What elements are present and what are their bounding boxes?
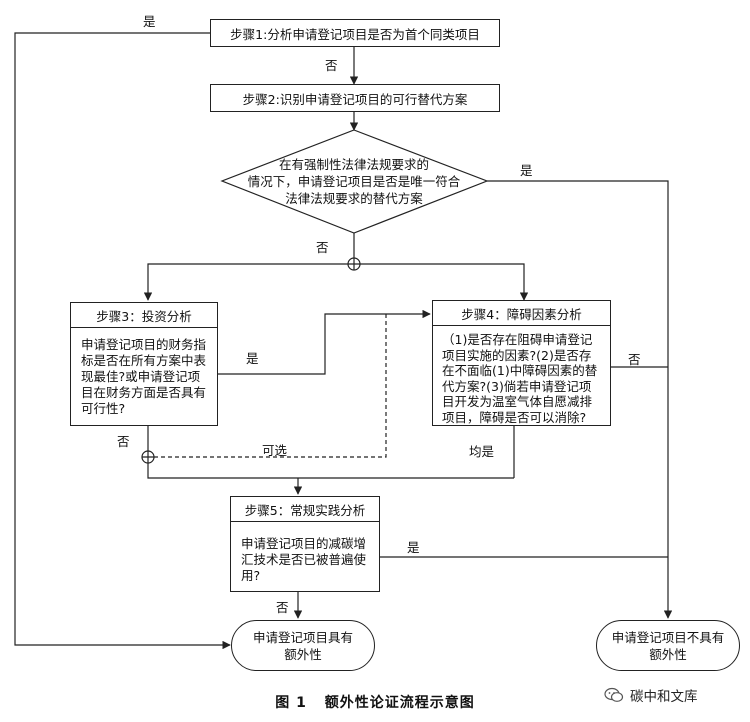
terminal-not-additional: 申请登记项目不具有 额外性 [596, 620, 740, 671]
edge-merge-left [147, 463, 514, 479]
label-step4-allyes: 均是 [469, 444, 495, 459]
step3-box: 步骤3：投资分析 申请登记项目的财务指标是否在所有方案中表现最佳?或申请登记项目… [70, 302, 218, 426]
step4-title: 步骤4：障碍因素分析 [433, 301, 610, 326]
label-step4-no: 否 [628, 352, 641, 367]
edge-junction-step4 [360, 263, 529, 301]
label-step1-yes: 是 [143, 14, 156, 29]
label-step5-yes: 是 [407, 540, 420, 555]
step4-box: 步骤4：障碍因素分析 （1)是否存在阻碍申请登记项目实施的因素?(2)是否存在不… [432, 300, 611, 426]
junction-upper-cross [348, 258, 360, 270]
decision-text: 在有强制性法律法规要求的 情况下，申请登记项目是否是唯一符合 法律法规要求的替代… [238, 156, 470, 207]
label-optional: 可选 [262, 443, 288, 458]
edge-optional [154, 313, 387, 458]
edge-step1-yes [14, 32, 231, 650]
edge-step3-yes [218, 309, 431, 375]
step3-title: 步骤3：投资分析 [71, 303, 217, 328]
decision-line-3: 法律法规要求的替代方案 [285, 191, 423, 206]
terminal-additional-line-2: 额外性 [284, 646, 322, 662]
figure-number: 图 1 [275, 695, 307, 711]
edge-decision-yes [487, 180, 673, 619]
junction-lower-cross [142, 451, 154, 463]
decision-diamond [220, 129, 489, 234]
label-decision-yes: 是 [520, 163, 533, 178]
step1-text: 步骤1:分析申请登记项目是否为首个同类项目 [230, 26, 480, 42]
step2-text: 步骤2:识别申请登记项目的可行替代方案 [242, 91, 468, 107]
label-decision-no: 否 [316, 240, 329, 255]
step2-box: 步骤2:识别申请登记项目的可行替代方案 [210, 84, 500, 112]
terminal-not-additional-line-2: 额外性 [649, 646, 687, 662]
step5-box: 步骤5：常规实践分析 申请登记项目的减碳增汇技术是否已被普遍使用? [230, 496, 380, 592]
step4-body: （1)是否存在阻碍申请登记项目实施的因素?(2)是否存在不面临(1)中障碍因素的… [442, 332, 598, 425]
terminal-additional-line-1: 申请登记项目具有 [252, 629, 353, 645]
step3-body: 申请登记项目的财务指标是否在所有方案中表现最佳?或申请登记项目在财务方面是否具有… [81, 337, 207, 416]
edge-junction-step3 [143, 263, 348, 301]
wechat-icon [604, 687, 624, 702]
watermark-text: 碳中和文库 [630, 689, 698, 705]
figure-caption: 图 1 额外性论证流程示意图 [0, 692, 750, 712]
figure-title: 额外性论证流程示意图 [324, 695, 475, 711]
step1-box: 步骤1:分析申请登记项目是否为首个同类项目 [210, 19, 500, 47]
label-step5-no: 否 [276, 600, 289, 615]
decision-line-2: 情况下，申请登记项目是否是唯一符合 [247, 174, 461, 189]
decision-line-1: 在有强制性法律法规要求的 [278, 157, 429, 172]
terminal-not-additional-line-1: 申请登记项目不具有 [611, 629, 725, 645]
step5-body: 申请登记项目的减碳增汇技术是否已被普遍使用? [241, 536, 367, 583]
label-step3-yes: 是 [246, 351, 259, 366]
label-step3-no: 否 [117, 434, 130, 449]
terminal-additional: 申请登记项目具有 额外性 [231, 620, 375, 671]
watermark: 碳中和文库 [604, 685, 698, 705]
step5-title: 步骤5：常规实践分析 [231, 497, 379, 522]
label-step1-no: 否 [325, 58, 338, 73]
